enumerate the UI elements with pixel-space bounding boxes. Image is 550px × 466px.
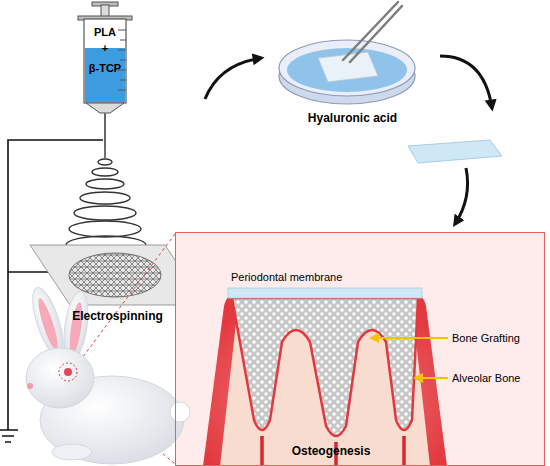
root-line	[262, 436, 404, 466]
part-label: Alveolar Bone	[452, 372, 521, 385]
periodontal-section	[203, 288, 447, 466]
tweezers	[343, 2, 402, 62]
periodontal-membrane	[228, 288, 422, 298]
part-label: Periodontal membrane	[231, 271, 342, 284]
ground-symbol	[0, 430, 18, 442]
dish-rim	[279, 40, 415, 96]
flow-arrow	[455, 168, 468, 224]
process-stage: Hyaluronic acid	[265, 0, 440, 132]
material-label: PLA	[85, 26, 125, 39]
wire	[8, 271, 50, 273]
flow-arrow	[205, 58, 261, 99]
polymer-solution	[85, 48, 125, 102]
inset-box: Periodontal membraneBone GraftingAlveola…	[175, 232, 545, 466]
syringe-tip	[86, 103, 124, 113]
eye-highlight	[59, 363, 77, 381]
rabbit-ear-inner	[35, 297, 61, 351]
jet-line	[104, 148, 105, 158]
process-stage: Electrospinning	[30, 0, 205, 330]
gingiva	[203, 292, 447, 466]
pointer-arrow	[372, 337, 448, 339]
rabbit-head	[26, 348, 94, 408]
process-label: Osteogenesis	[271, 445, 391, 459]
needle	[104, 113, 106, 148]
jet-loop	[92, 168, 118, 176]
jet-loop	[98, 159, 112, 165]
syringe-barrel	[84, 19, 126, 103]
material-label: β-TCP	[83, 62, 127, 75]
fiber-mat	[69, 253, 161, 297]
syringe	[78, 2, 132, 148]
material-label: +	[85, 42, 125, 55]
pointer-arrow	[416, 377, 448, 379]
rabbit-nose	[27, 383, 33, 389]
rabbit-tail	[170, 402, 190, 422]
stage-label: Hyaluronic acid	[265, 112, 440, 126]
rabbit-paw	[52, 444, 92, 460]
inset-background	[175, 232, 545, 466]
petri-dish	[279, 2, 415, 104]
membrane-product	[408, 140, 502, 163]
stage-label: Electrospinning	[30, 310, 205, 324]
fiber-jet	[66, 148, 146, 254]
rabbit-eye	[64, 368, 72, 376]
graduation-marks	[118, 30, 126, 90]
jet-loop	[80, 192, 130, 204]
part-label: Bone Grafting	[452, 332, 520, 345]
flow-arrow	[440, 56, 492, 108]
jet-loop	[86, 179, 124, 189]
bone-graft	[232, 298, 418, 436]
jet-loop	[74, 206, 136, 220]
jet-loop	[69, 221, 141, 237]
